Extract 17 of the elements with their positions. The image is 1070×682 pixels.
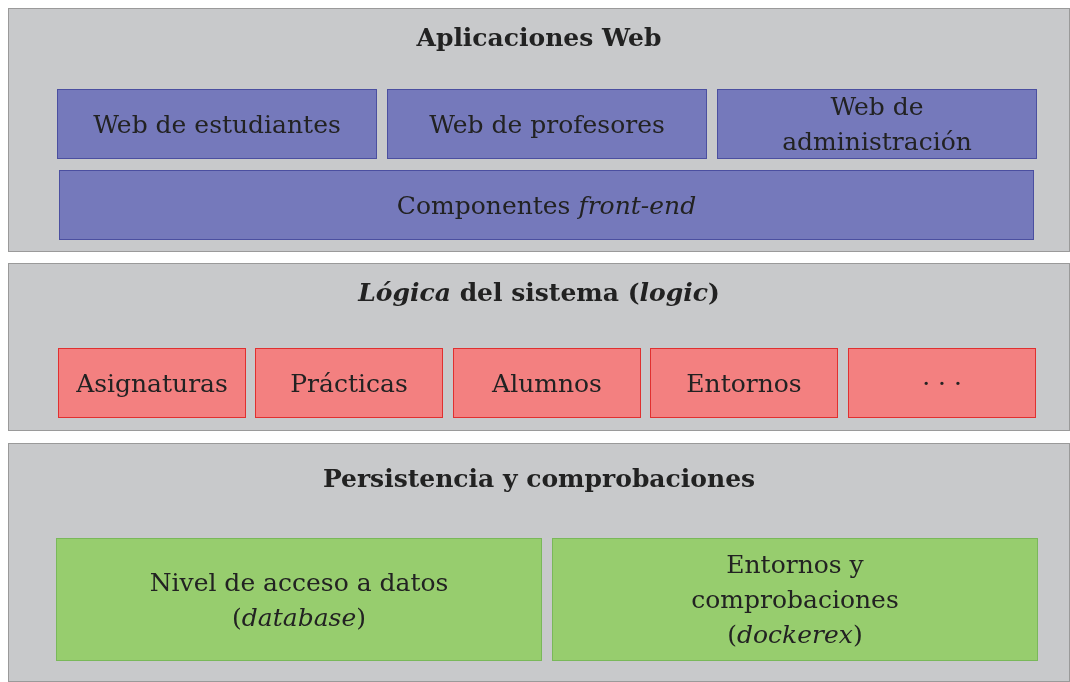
module-box: Web de profesores xyxy=(387,89,707,159)
module-box: Web de administración xyxy=(717,89,1037,159)
module-box: · · · xyxy=(848,348,1036,418)
application-layer xyxy=(8,8,1070,252)
module-box: Entornos y comprobaciones (dockerex) xyxy=(552,538,1038,661)
component-bar: Componentes front-end xyxy=(59,170,1034,240)
module-box: Alumnos xyxy=(453,348,641,418)
module-box: Asignaturas xyxy=(58,348,246,418)
logic-layer xyxy=(8,263,1070,431)
layer-title: Persistencia y comprobaciones xyxy=(321,464,757,493)
layer-title: Aplicaciones Web xyxy=(415,23,663,52)
layer-title: Lógica del sistema (logic) xyxy=(356,278,721,307)
persistence-layer xyxy=(8,443,1070,682)
module-box: Entornos xyxy=(650,348,838,418)
module-box: Nivel de acceso a datos (database) xyxy=(56,538,542,661)
module-box: Web de estudiantes xyxy=(57,89,377,159)
module-box: Prácticas xyxy=(255,348,443,418)
